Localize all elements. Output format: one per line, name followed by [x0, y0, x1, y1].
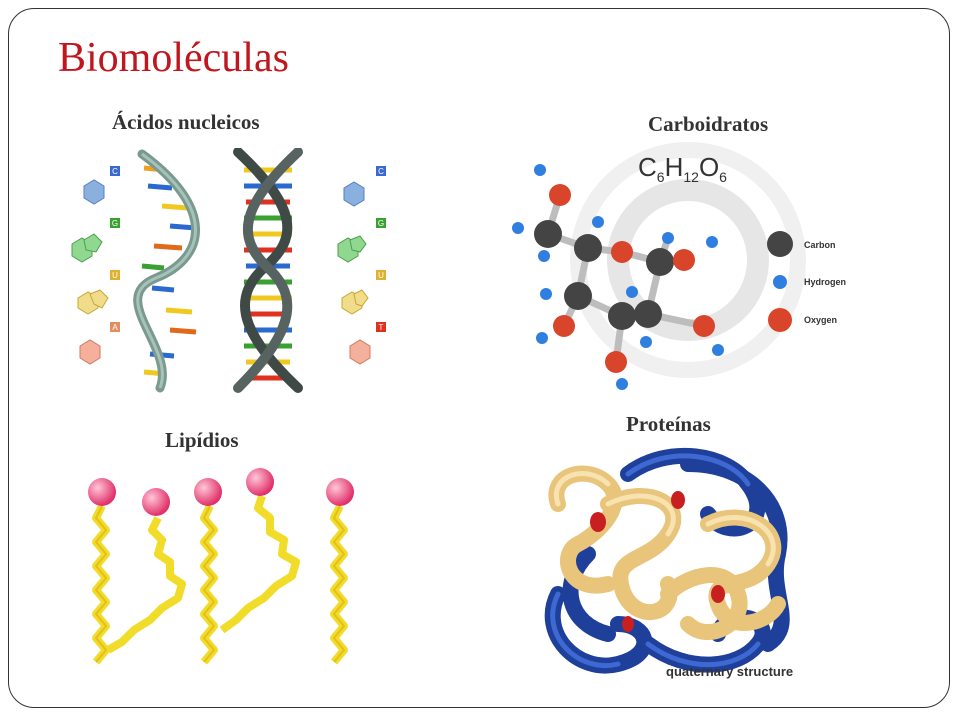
lipid-tails-shadow	[95, 505, 345, 663]
svg-text:Carbon: Carbon	[804, 240, 836, 250]
atom-legend: Carbon Hydrogen Oxygen	[767, 231, 846, 332]
lipids-label: Lipídios	[165, 428, 239, 452]
nucleotide-shapes-left	[71, 179, 109, 365]
protein-chains-blue-highlight	[550, 453, 761, 668]
protein-chains-blue	[544, 447, 790, 674]
svg-text:A: A	[112, 323, 118, 332]
protein-chains-gold-highlight	[553, 471, 776, 567]
svg-text:T: T	[379, 323, 384, 332]
svg-text:C: C	[378, 167, 384, 176]
lipids-illustration	[78, 466, 368, 690]
svg-text:U: U	[112, 271, 118, 280]
svg-text:G: G	[112, 219, 118, 228]
lipid-tails	[92, 494, 348, 665]
base-tags-left: C G U A	[110, 166, 120, 332]
glucose-atoms	[512, 164, 724, 390]
carbohydrates-label: Carboidratos	[648, 112, 769, 136]
slide-title: Biomoléculas	[58, 35, 289, 81]
svg-text:G: G	[378, 219, 384, 228]
lipid-heads	[88, 468, 354, 516]
base-tags-right: C G U T	[376, 166, 386, 332]
proteins-label: Proteínas	[626, 412, 711, 436]
dna-strand-b	[233, 148, 303, 393]
nucleic-acids-illustration: C G U A C G U T	[66, 148, 406, 393]
svg-text:U: U	[378, 271, 384, 280]
svg-text:C: C	[112, 167, 118, 176]
glucose-formula: C6H12O6	[638, 152, 727, 185]
proteins-illustration: quaternary structure	[528, 444, 818, 684]
heme-groups	[590, 491, 725, 632]
protein-caption: quaternary structure	[666, 664, 793, 679]
carbohydrates-illustration: C6H12O6	[498, 140, 862, 406]
nucleotide-shapes-right	[337, 181, 371, 365]
nucleic-acids-label: Ácidos nucleicos	[112, 110, 260, 134]
svg-text:Hydrogen: Hydrogen	[804, 277, 846, 287]
svg-text:Oxygen: Oxygen	[804, 315, 837, 325]
slide-frame	[8, 8, 950, 708]
